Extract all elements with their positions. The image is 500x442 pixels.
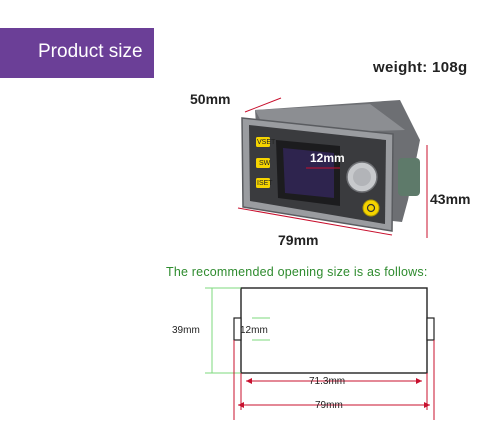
opening-guides <box>205 287 270 374</box>
outer-width-label: 79mm <box>315 400 343 411</box>
inner-gap-label: 12mm <box>240 325 268 336</box>
sw-button[interactable] <box>256 158 270 168</box>
depth-dimension: 50mm <box>190 91 231 107</box>
opening-height-label: 39mm <box>172 325 200 336</box>
vset-button[interactable] <box>256 137 270 147</box>
vset-label: VSET <box>257 139 276 146</box>
iset-label: ISET <box>257 180 273 187</box>
power-button[interactable] <box>362 199 380 217</box>
product-size-banner <box>0 28 154 78</box>
weight-label: weight: 108g <box>373 59 468 76</box>
lcd-glow <box>283 148 334 198</box>
sw-label: SW <box>259 160 271 167</box>
opening-outline <box>240 287 428 374</box>
screen-dimension: 12mm <box>310 151 345 165</box>
opening-note: The recommended opening size is as follo… <box>166 265 428 279</box>
width-dimension: 79mm <box>278 232 319 248</box>
dimension-lines <box>237 97 428 238</box>
inner-width-label: 71.3mm <box>309 376 346 387</box>
iset-button[interactable] <box>256 178 270 188</box>
connector-block <box>398 158 420 196</box>
product-size-title: Product size <box>38 41 143 62</box>
height-dimension: 43mm <box>430 191 471 207</box>
opening-diagram <box>205 287 435 420</box>
